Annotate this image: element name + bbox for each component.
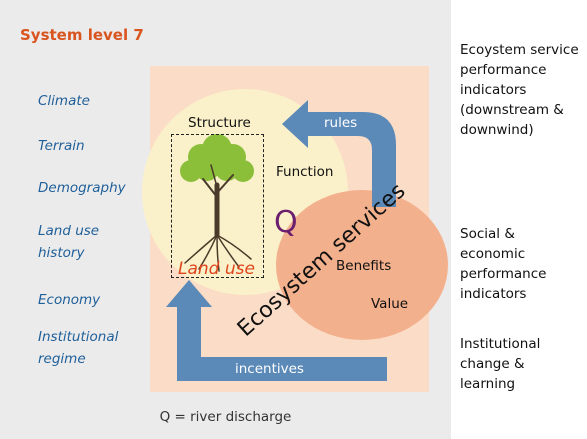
indicator-institutional-change: Institutional change & learning <box>460 336 541 392</box>
structure-label: Structure <box>188 115 251 131</box>
system-level-title: System level 7 <box>20 26 144 44</box>
indicator-ecosystem-service: Ecoystem service performance indicators … <box>460 42 579 138</box>
driver-climate: Climate <box>38 93 90 109</box>
driver-demography: Demography <box>38 180 126 196</box>
incentives-label: incentives <box>235 361 304 377</box>
driver-land-use-history: Land use history <box>38 223 100 261</box>
indicator-social-economic: Social & economic performance indicators <box>460 226 547 302</box>
ecosystem-diagram: Ecosystem services <box>142 66 448 392</box>
benefits-ellipse <box>276 190 448 340</box>
incentives-arrow <box>166 280 387 381</box>
q-symbol: Q <box>274 205 298 240</box>
value-label: Value <box>371 296 409 312</box>
land-use-label: Land use <box>178 259 255 279</box>
caption: Q = river discharge <box>159 409 292 425</box>
driver-economy: Economy <box>38 292 101 308</box>
benefits-label: Benefits <box>336 258 392 274</box>
tree-frame <box>171 134 264 278</box>
driver-terrain: Terrain <box>38 138 85 154</box>
rules-label: rules <box>324 115 358 131</box>
tree-icon <box>180 134 254 272</box>
driver-institutional-regime: Institutional regime <box>38 329 119 367</box>
function-label: Function <box>276 164 334 180</box>
rules-arrow <box>282 100 396 207</box>
